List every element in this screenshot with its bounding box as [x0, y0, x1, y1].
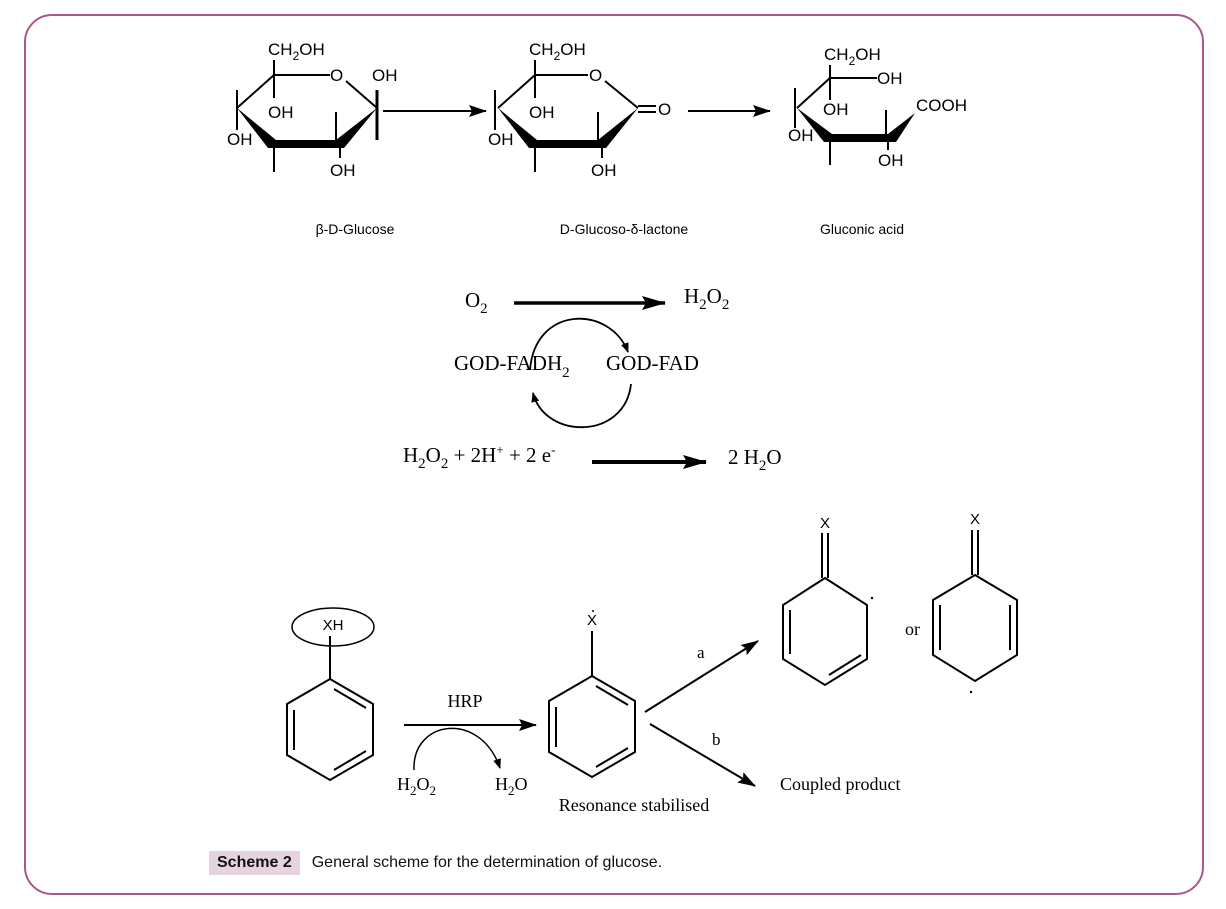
benzene-ring	[286, 677, 374, 782]
figure-frame	[24, 14, 1204, 895]
reaction3-right: 2 H2O	[728, 445, 782, 474]
c2-oh-label: OH	[591, 161, 617, 180]
cooh-label: COOH	[916, 96, 967, 115]
c4-oh-label: OH	[488, 130, 514, 149]
bold-bond	[270, 140, 336, 148]
radical-description: Resonance stabilised	[559, 795, 709, 815]
molecule-name: D-Glucoso-δ-lactone	[560, 221, 689, 237]
carbonyl-oxygen-label: O	[658, 100, 671, 119]
molecule-gluconic-acid: CH2OH OH OH COOH OH OH Gluconic acid	[788, 45, 967, 237]
oh-label: OH	[877, 69, 903, 88]
c4-oh-label: OH	[227, 130, 253, 149]
hrp-reaction: XH HRP H2O2 H2O X Resonance stabilised a…	[286, 511, 1018, 815]
hydrogen-peroxide-label: H2O2	[684, 284, 729, 313]
oxygen-label: 2O2	[465, 288, 488, 317]
bond	[497, 74, 536, 109]
ch2oh-label: CH2OH	[529, 40, 586, 63]
cosubstrate-arrow	[413, 727, 501, 771]
or-label: or	[905, 619, 920, 639]
molecule-name: Gluconic acid	[820, 221, 904, 237]
reaction3-left: H2O2 + 2H+ + 2 e-	[403, 442, 555, 472]
double-bond	[595, 685, 629, 706]
coupled-product-label: Coupled product	[780, 774, 900, 794]
radical-group-label: X	[587, 612, 597, 629]
c2-oh-label: OH	[878, 151, 904, 170]
bond	[236, 74, 275, 109]
radical-dot	[592, 610, 594, 612]
substrate-group-label: XH	[323, 617, 344, 634]
path-a-arrow	[644, 640, 759, 713]
radical-dot	[870, 596, 874, 600]
byproduct-label: H2O	[495, 774, 528, 798]
quinoid-group-label: X	[820, 515, 830, 532]
god-cycle: 2O2 H2O2 GOD-FADH2 GOD-FAD	[454, 284, 729, 429]
god-fad-label: GOD-FAD	[606, 351, 699, 375]
substrate-group-ellipse	[291, 607, 375, 647]
caption-text: General scheme for the determination of …	[311, 854, 663, 871]
enzyme-label: HRP	[447, 691, 482, 711]
double-bond	[828, 654, 862, 676]
cycle-arrow-top	[529, 317, 629, 371]
wedge-bond	[237, 108, 276, 148]
quinoid-ring	[932, 573, 1018, 683]
c4-oh-label: OH	[788, 126, 814, 145]
wedge-bond	[797, 108, 832, 142]
double-bond	[333, 750, 367, 771]
wedge-bond	[498, 108, 537, 148]
molecule-name: β-D-Glucose	[316, 221, 395, 237]
wedge-bond	[888, 113, 915, 142]
benzene-ring	[548, 674, 636, 779]
bold-bond	[531, 140, 598, 148]
double-bond	[333, 688, 367, 709]
c3-oh-label: OH	[529, 103, 555, 122]
c2-oh-label: OH	[330, 161, 356, 180]
molecule-beta-d-glucose: CH2OH O OH OH OH OH β-D-Glucose	[227, 40, 400, 237]
wedge-bond	[598, 108, 638, 148]
path-b-arrow	[649, 723, 756, 787]
path-a-label: a	[697, 643, 705, 662]
figure-caption: Scheme 2 General scheme for the determin…	[209, 849, 662, 877]
ring-oxygen-label: O	[330, 66, 343, 85]
wedge-bond	[336, 108, 377, 148]
quinoid-ring	[782, 576, 868, 687]
bold-bond	[826, 134, 888, 142]
c3-oh-label: OH	[268, 103, 294, 122]
anomeric-oh-label: OH	[372, 66, 398, 85]
quinoid-group-label: X	[970, 511, 980, 528]
bond	[604, 80, 639, 109]
cosubstrate-label: H2O2	[397, 774, 436, 798]
double-bond	[595, 747, 629, 768]
ch2oh-label: CH2OH	[824, 45, 881, 68]
god-fadh2-label: GOD-FADH2	[454, 351, 570, 381]
c3-oh-label: OH	[823, 100, 849, 119]
cycle-arrow-bottom	[531, 383, 632, 429]
path-b-label: b	[712, 730, 721, 749]
radical-dot	[969, 690, 973, 694]
ring-oxygen-label: O	[589, 66, 602, 85]
peroxide-reduction: H2O2 + 2H+ + 2 e- 2 H2O	[403, 442, 782, 474]
ch2oh-label: CH2OH	[268, 40, 325, 63]
bond	[796, 77, 831, 109]
bond	[345, 80, 378, 109]
molecule-glucono-lactone: CH2OH O O OH OH OH D-Glucoso-δ-lactone	[488, 40, 688, 237]
caption-label: Scheme 2	[209, 851, 300, 875]
